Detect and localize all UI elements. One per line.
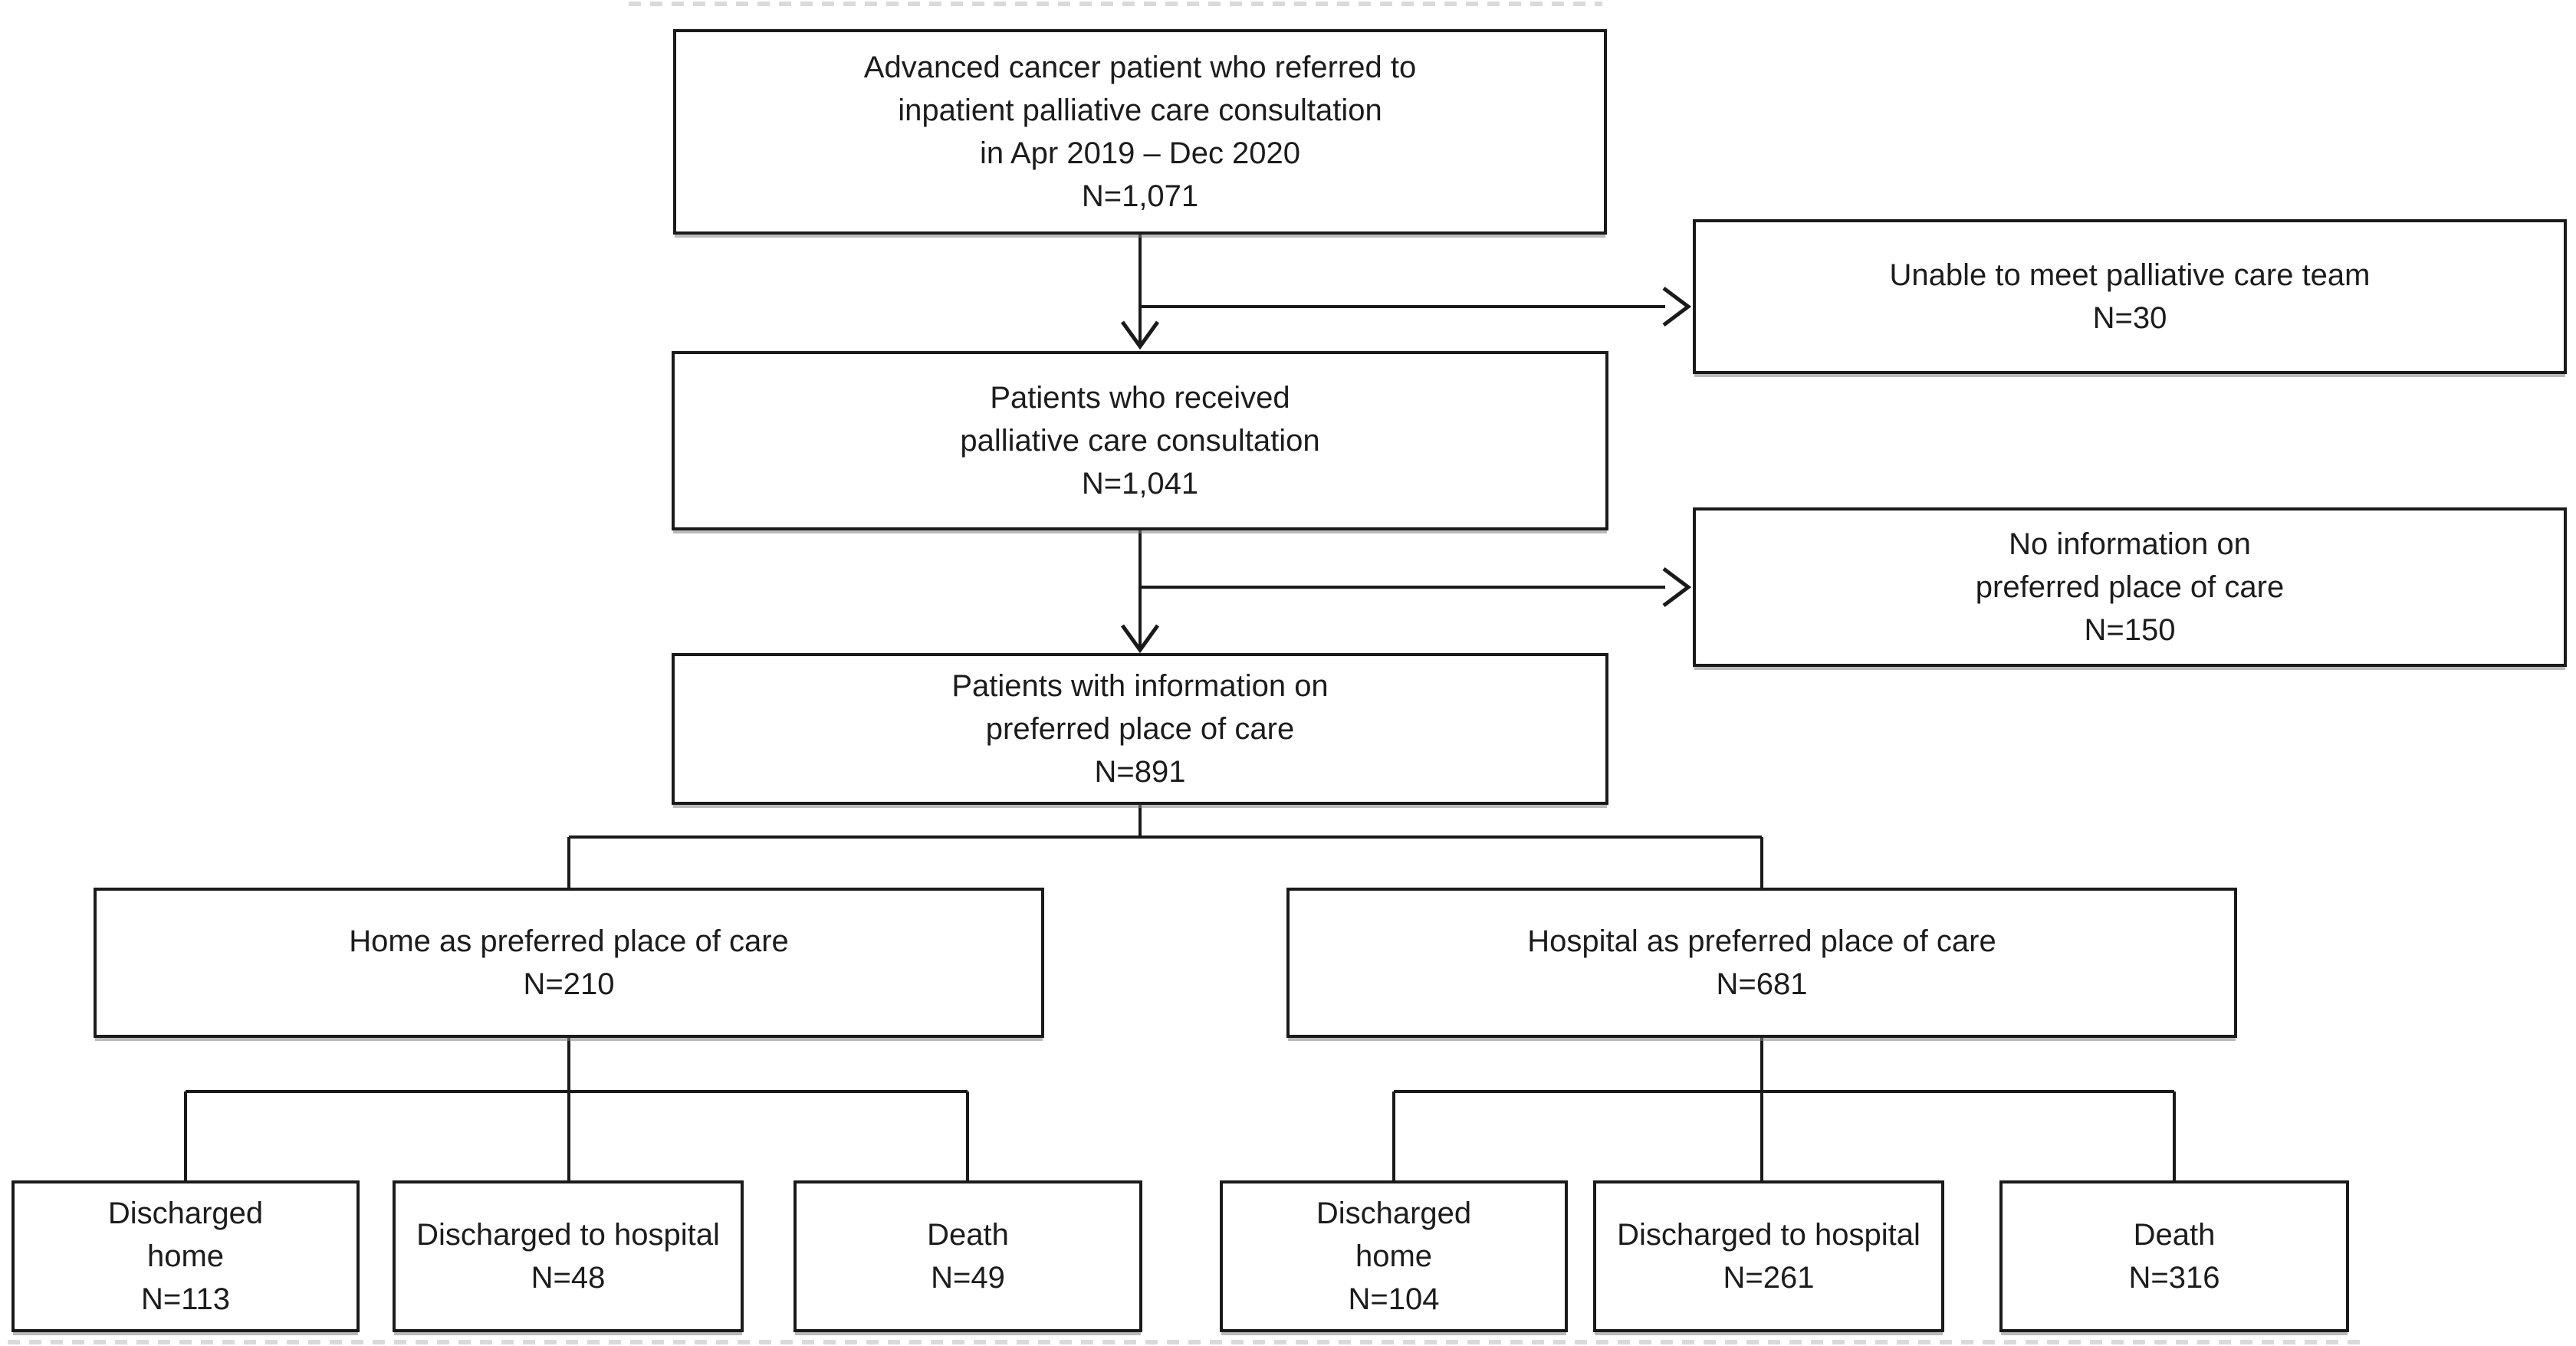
node-hospital-discharged-hospital-count: N=261: [1723, 1261, 1815, 1295]
node-home-death-line-1: Death: [927, 1218, 1009, 1252]
scan-artifact-top: [629, 2, 1602, 6]
node-received-count: N=1,041: [1081, 467, 1199, 501]
node-home-discharged-home: Discharged home N=113: [12, 1180, 360, 1332]
node-home-discharged-hospital-line-1: Discharged to hospital: [416, 1218, 720, 1252]
node-with-info-line-2: preferred place of care: [985, 712, 1295, 746]
node-hospital-discharged-home-line-1: Discharged: [1316, 1197, 1472, 1230]
node-referred-line-2: inpatient palliative care consultation: [898, 94, 1382, 127]
node-no-info: No information on preferred place of car…: [1693, 507, 2567, 667]
node-unable: Unable to meet palliative care team N=30: [1693, 219, 2567, 374]
node-hospital-preferred-line-1: Hospital as preferred place of care: [1527, 924, 1996, 958]
node-hospital-discharged-home-count: N=104: [1348, 1282, 1440, 1316]
node-no-info-count: N=150: [2084, 613, 2176, 647]
node-hospital-death: Death N=316: [1999, 1180, 2349, 1332]
node-hospital-discharged-hospital-line-1: Discharged to hospital: [1617, 1218, 1921, 1252]
node-referred-count: N=1,071: [1081, 179, 1199, 213]
arrowhead-right-unable: [1662, 287, 1692, 327]
node-referred-line-1: Advanced cancer patient who referred to: [863, 51, 1417, 84]
node-no-info-line-2: preferred place of care: [1975, 570, 2285, 604]
node-unable-line-1: Unable to meet palliative care team: [1889, 258, 2371, 292]
node-with-info-count: N=891: [1094, 755, 1186, 789]
node-received-line-1: Patients who received: [990, 381, 1290, 415]
node-home-death: Death N=49: [794, 1180, 1142, 1332]
node-home-preferred-count: N=210: [523, 967, 615, 1001]
node-home-death-count: N=49: [931, 1261, 1005, 1295]
node-home-preferred-line-1: Home as preferred place of care: [349, 924, 789, 958]
scan-artifact-bottom: [8, 1340, 2361, 1344]
node-unable-count: N=30: [2092, 301, 2167, 335]
node-home-discharged-hospital: Discharged to hospital N=48: [393, 1180, 744, 1332]
node-referred: Advanced cancer patient who referred to …: [673, 29, 1607, 235]
arrowhead-down-withinfo: [1120, 624, 1160, 654]
node-hospital-death-count: N=316: [2128, 1261, 2220, 1295]
node-with-info-line-1: Patients with information on: [951, 669, 1329, 703]
node-hospital-preferred-count: N=681: [1716, 967, 1808, 1001]
node-hospital-discharged-home-line-2: home: [1355, 1239, 1433, 1273]
arrowhead-right-noinfo: [1662, 567, 1692, 607]
node-with-info: Patients with information on preferred p…: [672, 653, 1608, 805]
node-hospital-discharged-home: Discharged home N=104: [1220, 1180, 1568, 1332]
arrowhead-down-received: [1120, 320, 1160, 350]
node-home-discharged-home-line-2: home: [146, 1239, 225, 1273]
node-hospital-death-line-1: Death: [2133, 1218, 2216, 1252]
node-home-preferred: Home as preferred place of care N=210: [94, 888, 1044, 1038]
node-hospital-discharged-hospital: Discharged to hospital N=261: [1593, 1180, 1944, 1332]
node-hospital-preferred: Hospital as preferred place of care N=68…: [1286, 888, 2237, 1038]
node-home-discharged-home-line-1: Discharged: [107, 1197, 264, 1230]
node-home-discharged-home-count: N=113: [140, 1282, 230, 1316]
node-referred-line-3: in Apr 2019 – Dec 2020: [979, 136, 1301, 170]
node-received: Patients who received palliative care co…: [672, 351, 1608, 530]
node-no-info-line-1: No information on: [2009, 527, 2251, 561]
node-home-discharged-hospital-count: N=48: [531, 1261, 606, 1295]
node-received-line-2: palliative care consultation: [960, 424, 1320, 458]
